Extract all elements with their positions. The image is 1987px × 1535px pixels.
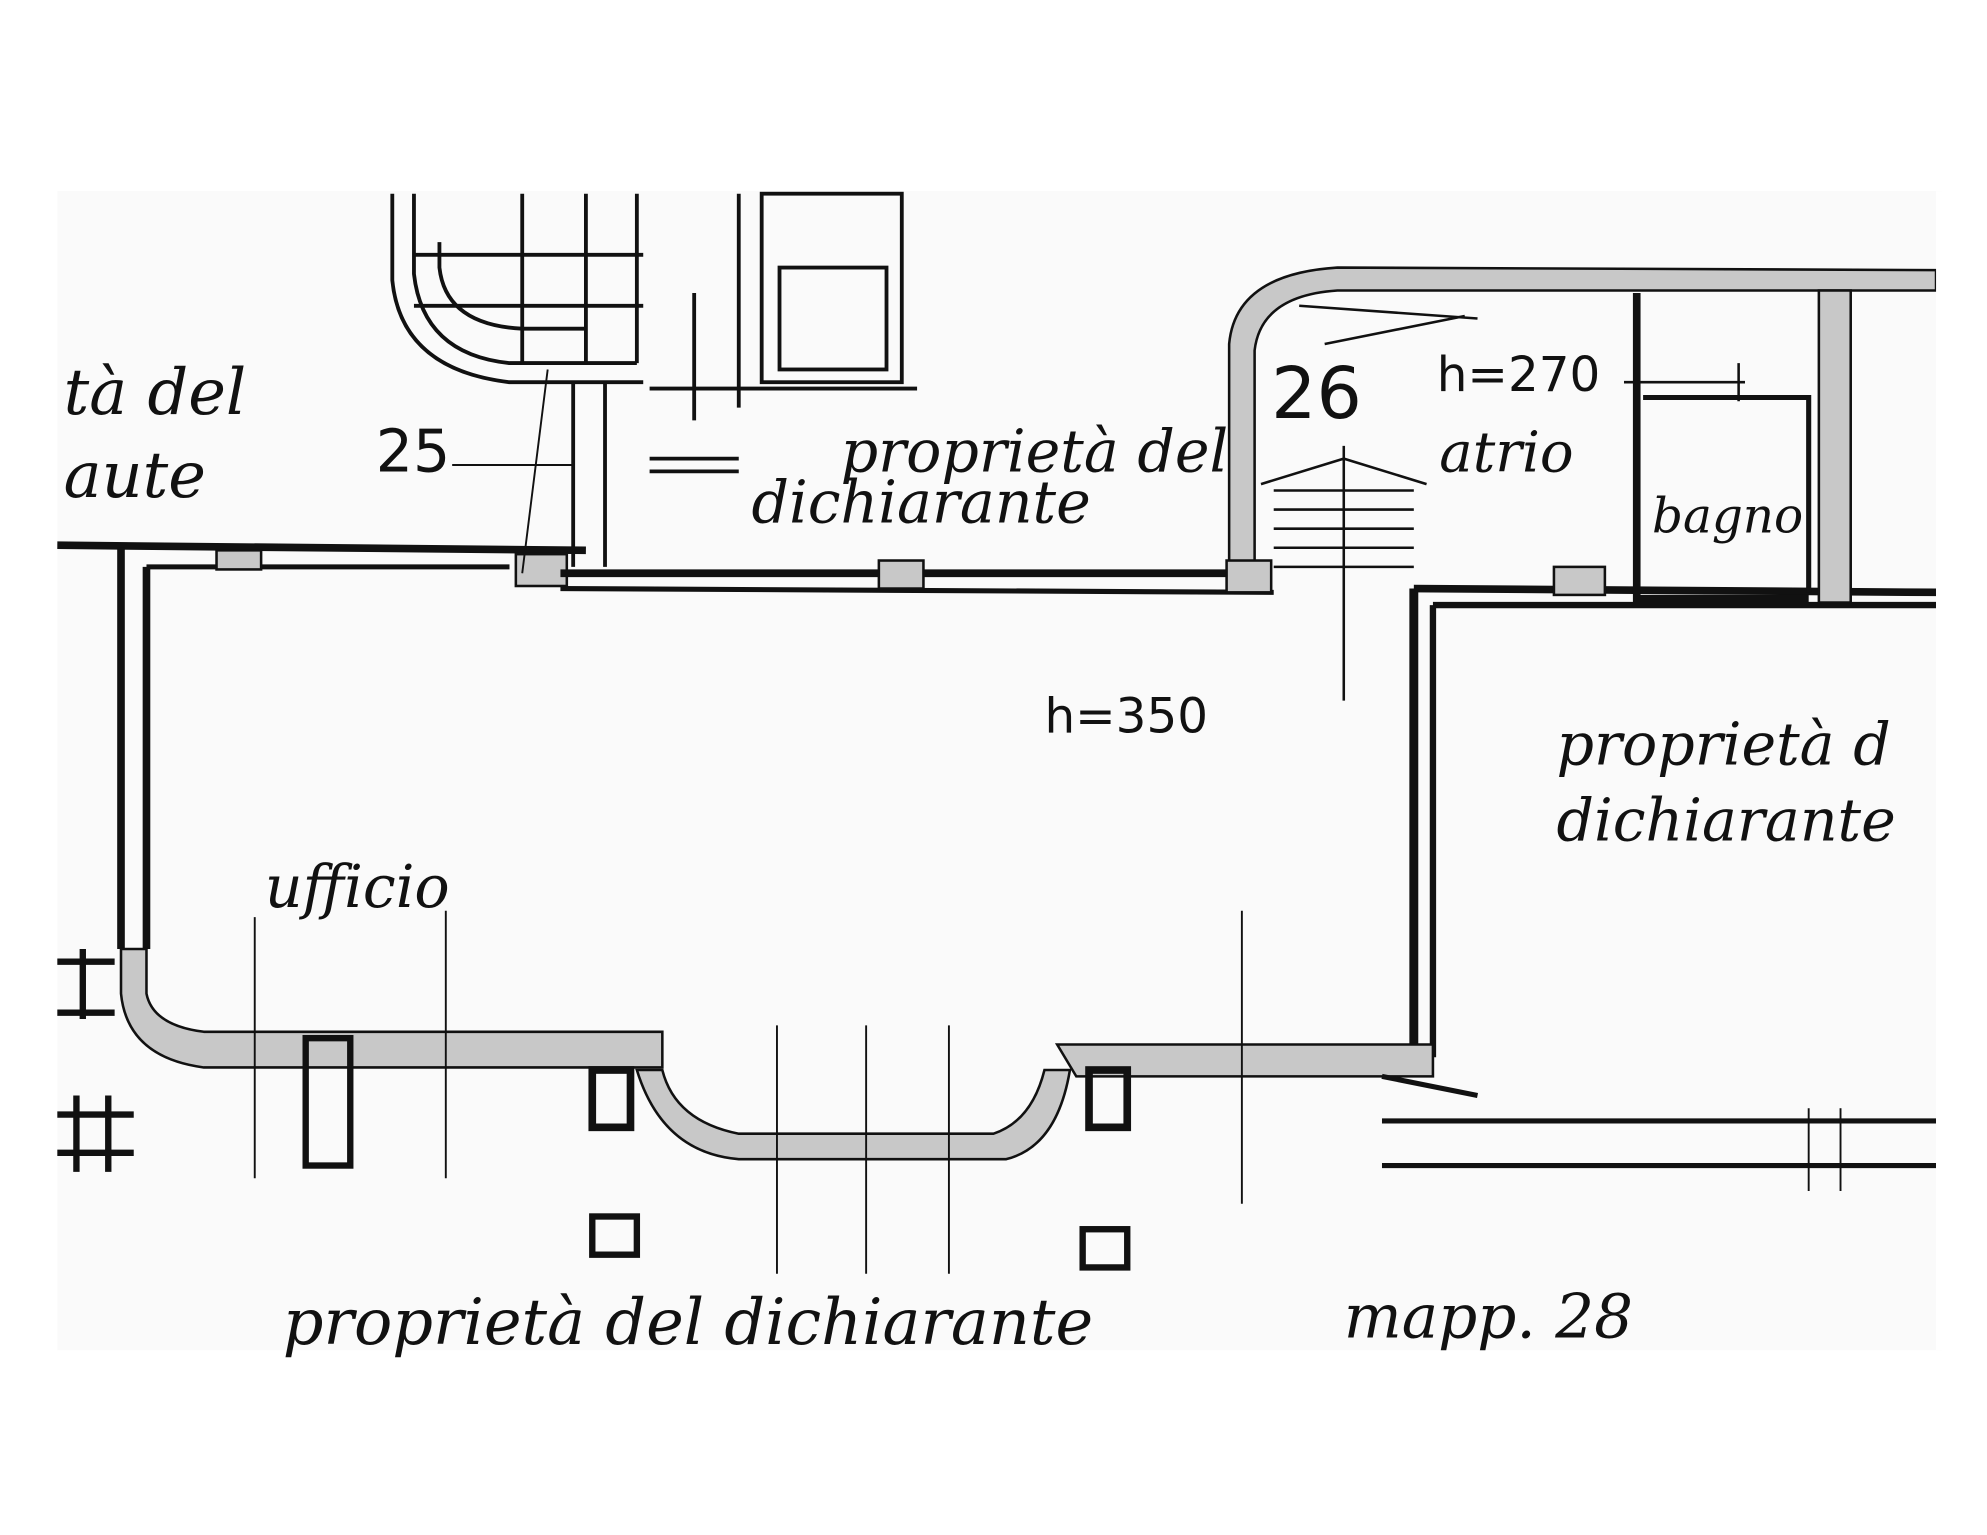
dimension-lines [253, 369, 1842, 1274]
bagno-walls [1552, 289, 1852, 604]
label-height-atrio: h=270 [1437, 347, 1601, 403]
label-top-center-2: dichiarante [751, 468, 1090, 536]
label-bottom: proprietà del dichiarante [283, 1286, 1093, 1360]
office-walls [57, 541, 1937, 1169]
window-top-center [649, 191, 918, 474]
dimension-25: 25 [376, 417, 451, 485]
label-right-2: dichiarante [1556, 787, 1895, 855]
label-right-1: proprietà d [1556, 710, 1890, 778]
label-mapp: mapp. 28 [1344, 1281, 1633, 1352]
label-height-office: h=350 [1044, 688, 1208, 744]
label-left-partial-bottom: aute [64, 439, 206, 513]
stair-top-left [390, 193, 644, 567]
atrio-walls [1225, 266, 1938, 701]
room-label-bagno: bagno [1652, 488, 1803, 544]
room-label-ufficio: ufficio [265, 853, 450, 921]
columns [57, 949, 1131, 1271]
dimension-26: 26 [1271, 352, 1362, 435]
label-top-center-1: proprietà del [841, 417, 1229, 485]
room-label-atrio: atrio [1439, 420, 1573, 485]
label-left-partial-top: tà del [64, 356, 247, 430]
right-crop-mask [1936, 191, 1987, 1351]
